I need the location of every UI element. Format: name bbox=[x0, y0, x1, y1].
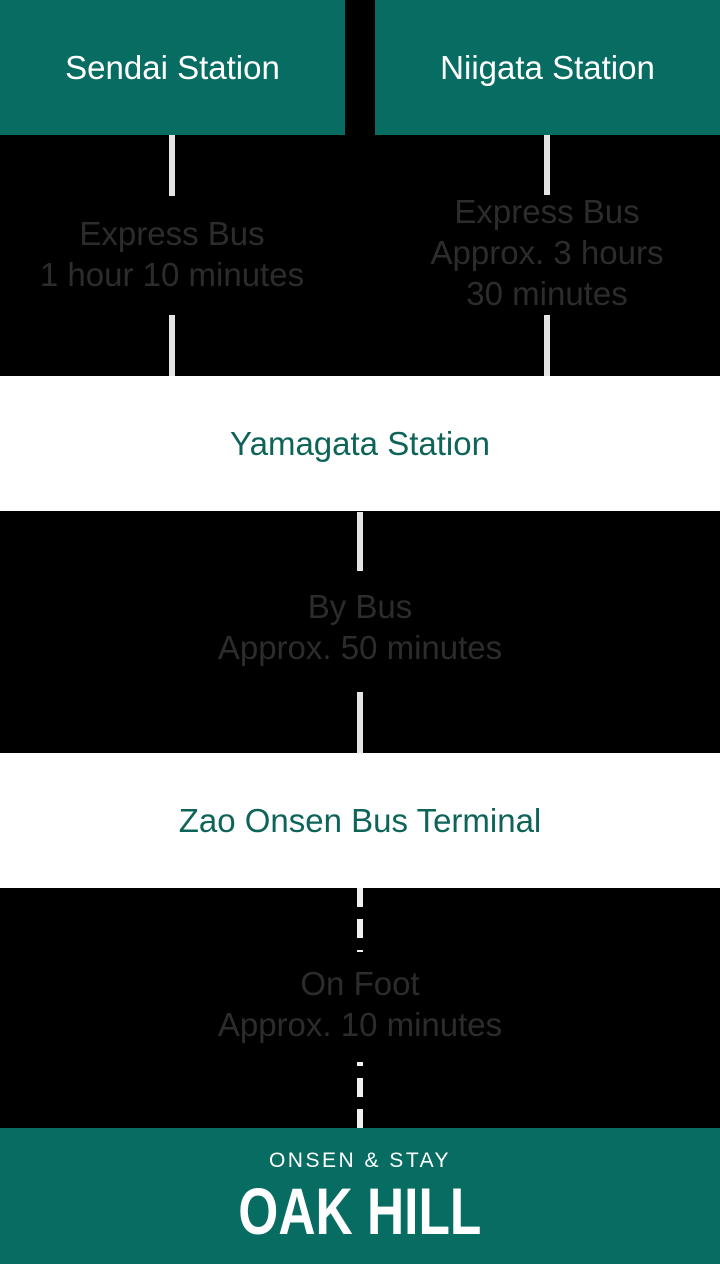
zao-terminal-label: Zao Onsen Bus Terminal bbox=[178, 801, 542, 839]
niigata-station-box: Niigata Station bbox=[375, 0, 720, 135]
niigata-route-line-top bbox=[544, 135, 550, 195]
niigata-leg-mode: Express Bus bbox=[454, 193, 640, 230]
bus-leg-mode: By Bus bbox=[307, 588, 413, 625]
zao-terminal-band: Zao Onsen Bus Terminal bbox=[0, 753, 720, 888]
sendai-route-line-bottom bbox=[169, 315, 175, 376]
sendai-route-line-top bbox=[169, 135, 175, 196]
niigata-leg-duration-2: 30 minutes bbox=[466, 275, 628, 312]
bus-leg-line-top bbox=[357, 512, 363, 571]
sendai-station-label: Sendai Station bbox=[65, 48, 280, 86]
brand-tagline: ONSEN & STAY bbox=[268, 1148, 452, 1172]
niigata-leg-label: Express Bus Approx. 3 hours 30 minutes bbox=[387, 191, 707, 314]
bus-leg-label: By Bus Approx. 50 minutes bbox=[180, 586, 540, 668]
sendai-station-box: Sendai Station bbox=[0, 0, 345, 135]
walk-leg-duration: Approx. 10 minutes bbox=[217, 1006, 503, 1043]
niigata-leg-duration-1: Approx. 3 hours bbox=[430, 234, 664, 271]
sendai-leg-label: Express Bus 1 hour 10 minutes bbox=[12, 213, 332, 295]
walk-leg-dashed-line-bottom bbox=[357, 1062, 363, 1128]
walk-leg-dashed-line-top bbox=[357, 888, 363, 952]
walk-leg-mode: On Foot bbox=[300, 965, 420, 1002]
yamagata-station-band: Yamagata Station bbox=[0, 376, 720, 511]
niigata-route-line-bottom bbox=[544, 315, 550, 376]
niigata-station-label: Niigata Station bbox=[440, 48, 655, 86]
walk-leg-label: On Foot Approx. 10 minutes bbox=[180, 963, 540, 1045]
sendai-leg-mode: Express Bus bbox=[79, 215, 265, 252]
bus-leg-line-bottom bbox=[357, 692, 363, 753]
sendai-leg-duration: 1 hour 10 minutes bbox=[39, 256, 305, 293]
bus-leg-duration: Approx. 50 minutes bbox=[217, 629, 503, 666]
footer-brand-band: ONSEN & STAY OAK HILL bbox=[0, 1128, 720, 1264]
brand-name: OAK HILL bbox=[238, 1173, 482, 1248]
yamagata-station-label: Yamagata Station bbox=[230, 424, 490, 462]
